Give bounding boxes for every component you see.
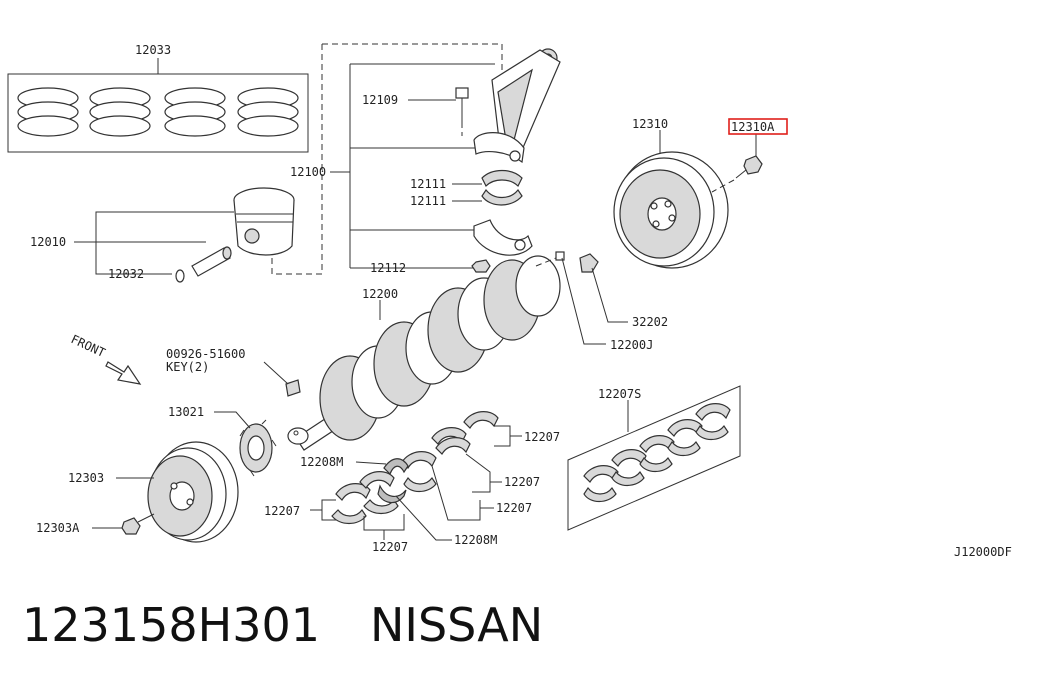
- callout-00926-51600: 00926-51600: [166, 347, 245, 361]
- callout-12111-upper: 12111: [410, 177, 446, 191]
- callout-12207-left: 12207: [264, 504, 300, 518]
- part-footer: 123158H301 NISSAN: [22, 598, 543, 652]
- crank-pulley: [147, 441, 239, 543]
- callout-12310A: 12310A: [731, 120, 775, 134]
- callout-12010: 12010: [30, 235, 66, 249]
- crank-pulley-bolt: [121, 513, 155, 535]
- callout-12310: 12310: [632, 117, 668, 131]
- callout-12033: 12033: [135, 43, 171, 57]
- crank-dowel-pin: [535, 251, 565, 267]
- part-number: 123158H301: [22, 598, 320, 652]
- rod-bearing-upper: [481, 169, 523, 188]
- connecting-rod: [473, 48, 561, 164]
- callout-12207S: 12207S: [598, 387, 641, 401]
- callout-32202: 32202: [632, 315, 668, 329]
- callout-12207-bottom: 12207: [372, 540, 408, 554]
- callout-12303A: 12303A: [36, 521, 80, 535]
- highlight-box-12310A: [728, 118, 788, 135]
- callout-12200J: 12200J: [610, 338, 653, 352]
- callout-12109: 12109: [362, 93, 398, 107]
- rod-bolt: [455, 87, 469, 136]
- piston-rings-group: [7, 58, 309, 153]
- callout-13021: 13021: [168, 405, 204, 419]
- brand-name: NISSAN: [370, 598, 544, 652]
- callout-12100: 12100: [290, 165, 326, 179]
- callout-12032: 12032: [108, 267, 144, 281]
- callout-12208M-lower: 12208M: [454, 533, 497, 547]
- thrust-washer: [377, 484, 407, 504]
- piston-pin: [191, 246, 232, 277]
- crank-key: [285, 379, 301, 397]
- piston-ring: [89, 87, 151, 137]
- snap-ring: [175, 269, 185, 283]
- piston: [233, 187, 295, 256]
- callout-12207-right-3: 12207: [496, 501, 532, 515]
- piston-ring: [164, 87, 226, 137]
- rod-cap: [473, 219, 533, 256]
- exploded-parts-diagram: 12033 12100 12109 12111 12111: [7, 43, 1012, 559]
- diagram-code: J12000DF: [954, 545, 1012, 559]
- piston-ring: [17, 87, 79, 137]
- callout-12112: 12112: [370, 261, 406, 275]
- pilot-bushing: [579, 253, 599, 273]
- callout-key-qty: KEY(2): [166, 360, 209, 374]
- callout-12111-lower: 12111: [410, 194, 446, 208]
- callout-12208M-upper: 12208M: [300, 455, 343, 469]
- thrust-washer: [383, 458, 409, 476]
- main-bearing-shells: [331, 411, 499, 525]
- rod-nut: [471, 259, 491, 273]
- front-label: FRONT: [69, 332, 108, 360]
- callout-12303: 12303: [68, 471, 104, 485]
- callout-12200: 12200: [362, 287, 398, 301]
- front-arrow-icon: [105, 361, 142, 385]
- piston-ring: [237, 87, 299, 137]
- crank-sprocket: [239, 419, 277, 477]
- flywheel: [613, 151, 729, 269]
- crankshaft: [287, 255, 561, 451]
- callout-12207-right-2: 12207: [504, 475, 540, 489]
- main-bearing-set: [567, 385, 741, 531]
- rod-bearing-lower: [481, 188, 523, 206]
- callout-12207-right-1: 12207: [524, 430, 560, 444]
